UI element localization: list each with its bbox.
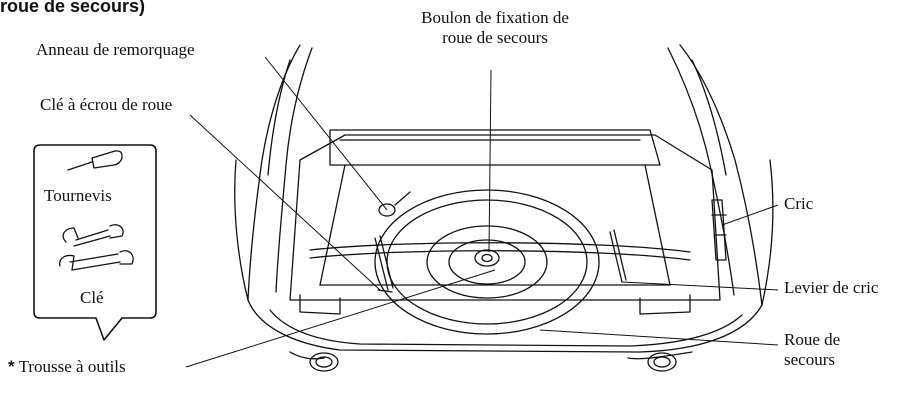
rear-bumper — [248, 300, 762, 352]
label-tow-ring: Anneau de remorquage — [36, 40, 195, 60]
leader-jack — [722, 205, 778, 225]
label-jack: Cric — [784, 194, 813, 214]
spare-bolt — [475, 250, 499, 266]
section-header: roue de secours) — [0, 0, 145, 16]
leader-lug-wrench — [190, 115, 380, 290]
screwdriver-icon — [68, 151, 122, 170]
leader-spare-wheel — [540, 330, 778, 345]
label-spare-wheel: Roue de secours — [784, 330, 840, 370]
left-exhaust — [310, 353, 338, 371]
label-tool-bag: Trousse à outils — [19, 357, 126, 376]
label-tool-bag-group: * Trousse à outils — [8, 357, 126, 377]
leader-bolt — [489, 70, 491, 252]
tool-bag-marker: * — [8, 357, 15, 376]
tool-bag-callout — [34, 145, 156, 340]
wrench-icon — [60, 225, 133, 270]
leader-tow-ring — [265, 57, 387, 210]
leader-jack-lever — [622, 282, 778, 290]
label-lug-wrench: Clé à écrou de roue — [40, 95, 172, 115]
label-screwdriver: Tournevis — [44, 186, 112, 206]
label-jack-lever: Levier de cric — [784, 278, 878, 298]
label-bolt: Boulon de fixation de roue de secours — [395, 8, 595, 48]
right-pillar — [680, 45, 762, 305]
label-key: Clé — [80, 288, 104, 308]
